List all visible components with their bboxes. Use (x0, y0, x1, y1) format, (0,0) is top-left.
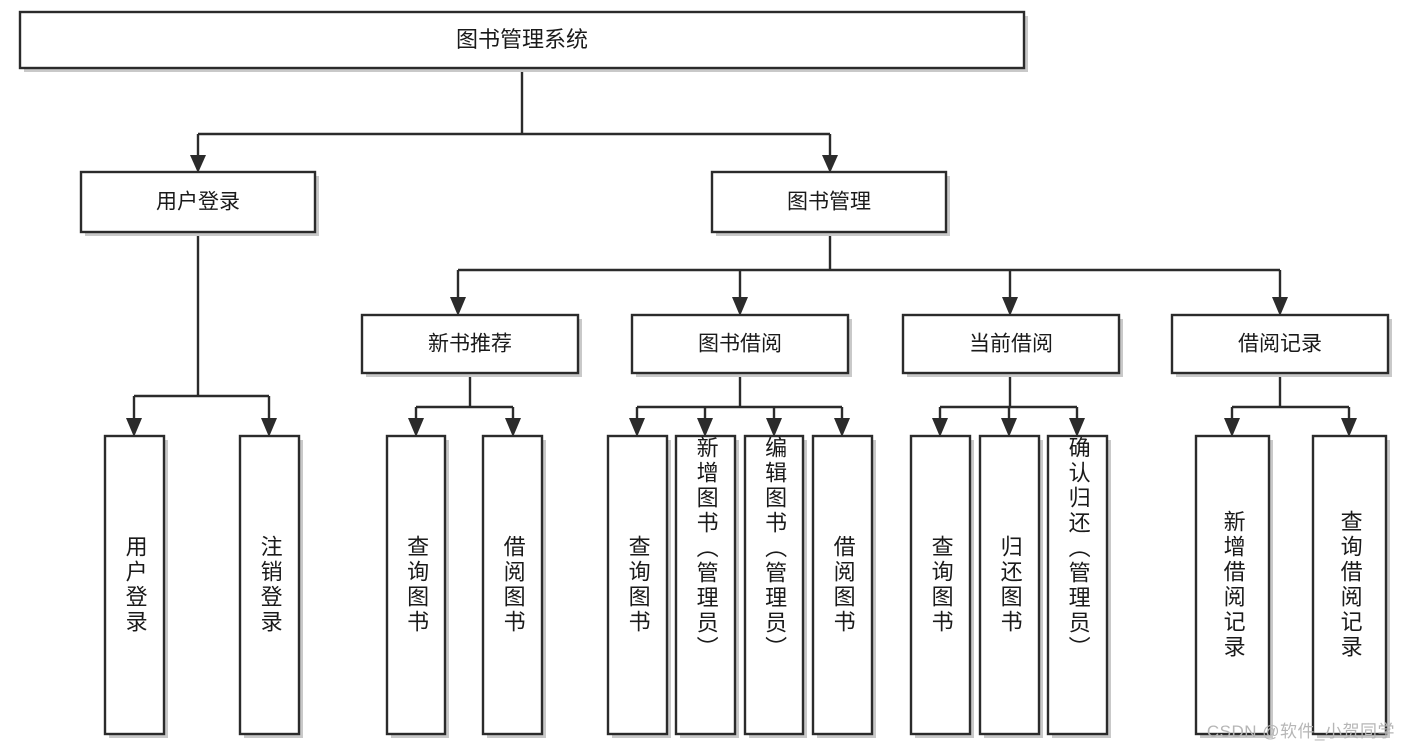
node-new-book-label: 新书推荐 (428, 333, 512, 356)
node-user-login-box[interactable] (79, 170, 317, 234)
node-book-borrow-label: 图书借阅 (698, 333, 782, 356)
node-book-manage-label: 图书管理 (787, 191, 871, 214)
arrow-icon-leaf-11 (1224, 418, 1240, 437)
arrow-icon-user-login (190, 155, 206, 173)
arrow-icon-leaf-4 (629, 418, 645, 437)
leaf-2-box[interactable] (385, 434, 447, 736)
leaf-0-box[interactable] (103, 434, 166, 736)
node-root-box[interactable] (18, 10, 1026, 70)
node-current-borrow-label: 当前借阅 (969, 333, 1053, 356)
arrow-icon-leaf-9 (1001, 418, 1017, 437)
node-boxes: 图书管理系统 用户登录 图书管理 新书推荐 图书借阅 当前借阅 借阅记录 (18, 10, 1392, 738)
leaf-7-box[interactable] (811, 434, 874, 736)
arrow-icon-current-borrow (1002, 297, 1018, 316)
arrow-icon-book-borrow (732, 297, 748, 316)
arrow-icon-leaf-12 (1341, 418, 1357, 437)
arrow-icon-new-book (450, 297, 466, 316)
node-borrow-record-box[interactable] (1170, 313, 1390, 375)
node-root-label: 图书管理系统 (456, 27, 588, 52)
arrow-icon-leaf-0 (126, 418, 142, 437)
node-borrow-record-label: 借阅记录 (1238, 333, 1322, 356)
node-current-borrow-box[interactable] (901, 313, 1121, 375)
leaf-11-box[interactable] (1194, 434, 1271, 736)
arrow-icon-book-manage (822, 155, 838, 173)
leaf-4-box[interactable] (606, 434, 669, 736)
leaf-12-box[interactable] (1311, 434, 1388, 736)
leaf-10-box[interactable] (1046, 434, 1109, 736)
arrow-icon-leaf-8 (932, 418, 948, 437)
watermark-text: CSDN @软件_小贺同学 (1206, 722, 1395, 741)
arrow-icon-leaf-2 (408, 418, 424, 437)
arrow-icon-leaf-6 (766, 418, 782, 437)
arrow-icon-leaf-3 (505, 418, 521, 437)
node-book-borrow-box[interactable] (630, 313, 850, 375)
node-new-book-box[interactable] (360, 313, 580, 375)
arrow-icon-leaf-10 (1069, 418, 1085, 437)
node-user-login-label: 用户登录 (156, 191, 240, 214)
arrow-icon-leaf-5 (697, 418, 713, 437)
arrow-icon-borrow-record (1272, 297, 1288, 316)
leaf-9-box[interactable] (978, 434, 1041, 736)
leaf-1-box[interactable] (238, 434, 301, 736)
leaf-8-box[interactable] (909, 434, 972, 736)
leaf-5-box[interactable] (674, 434, 737, 736)
arrow-icon-leaf-7 (834, 418, 850, 437)
arrow-heads (126, 155, 1357, 437)
node-book-manage-box[interactable] (710, 170, 948, 234)
arrow-icon-leaf-1 (261, 418, 277, 437)
leaf-3-box[interactable] (481, 434, 544, 736)
leaf-6-box[interactable] (743, 434, 805, 736)
